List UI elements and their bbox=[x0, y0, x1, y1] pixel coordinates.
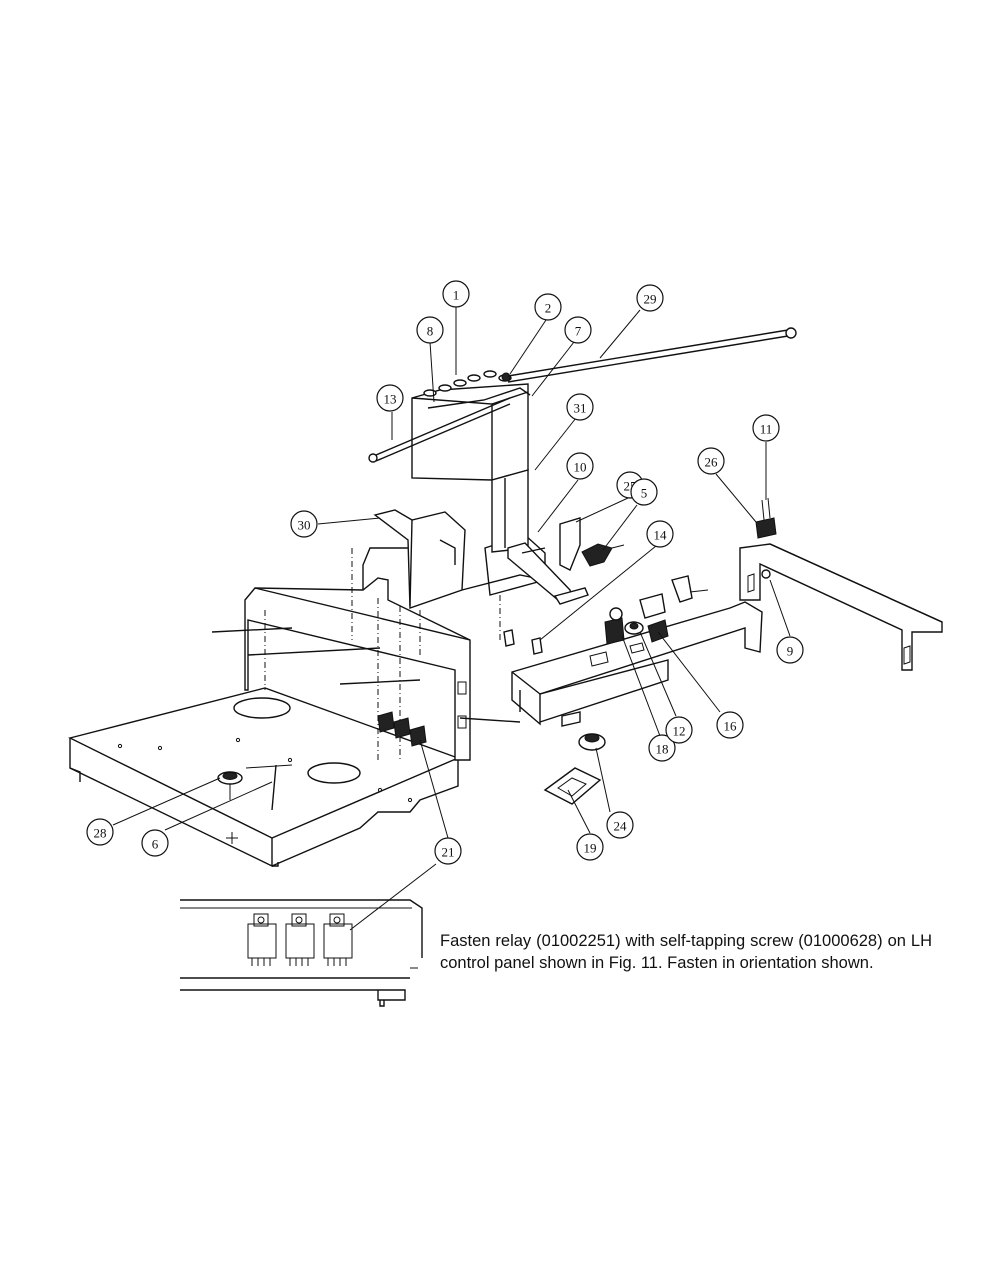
callout-18: 18 bbox=[648, 734, 676, 762]
lever-assembly bbox=[507, 542, 589, 605]
callout-21: 21 bbox=[434, 837, 462, 865]
callout-11: 11 bbox=[752, 414, 780, 442]
callout-19: 19 bbox=[576, 833, 604, 861]
callout-number: 14 bbox=[654, 528, 668, 543]
callout-30: 30 bbox=[290, 510, 318, 538]
callout-number: 18 bbox=[656, 742, 669, 757]
callout-2: 2 bbox=[534, 293, 562, 321]
callout-number: 24 bbox=[614, 819, 628, 834]
callout-number: 8 bbox=[427, 324, 434, 339]
clip-part-6 bbox=[245, 764, 293, 811]
callout-29: 29 bbox=[636, 284, 664, 312]
relay-fastening-note: Fasten relay (01002251) with self-tappin… bbox=[440, 932, 932, 972]
callout-31: 31 bbox=[566, 393, 594, 421]
callout-number: 9 bbox=[787, 644, 794, 659]
side-rail-part-9 bbox=[739, 543, 943, 671]
callout-13: 13 bbox=[376, 384, 404, 412]
callout-26: 26 bbox=[697, 447, 725, 475]
deck-plate bbox=[67, 687, 460, 868]
leader-lines bbox=[112, 307, 791, 931]
callout-number: 29 bbox=[644, 292, 657, 307]
relay-detail-inset bbox=[180, 899, 423, 1007]
callout-number: 7 bbox=[575, 324, 582, 339]
callout-number: 10 bbox=[574, 460, 587, 475]
callout-number: 21 bbox=[442, 845, 455, 860]
control-panel bbox=[511, 601, 763, 727]
terminal-hardware bbox=[427, 387, 531, 409]
callout-number: 5 bbox=[641, 486, 648, 501]
pin-part-14 bbox=[503, 629, 543, 655]
callout-number: 11 bbox=[760, 422, 773, 437]
callout-number: 26 bbox=[705, 455, 719, 470]
relays-part-21 bbox=[377, 711, 427, 747]
bracket-part-25 bbox=[559, 517, 581, 571]
callout-number: 6 bbox=[152, 837, 159, 852]
battery-part-1 bbox=[411, 370, 529, 481]
callout-number: 16 bbox=[724, 719, 738, 734]
callout-1: 1 bbox=[442, 280, 470, 308]
callout-24: 24 bbox=[606, 811, 634, 839]
callout-number: 30 bbox=[298, 518, 311, 533]
cable-part-29 bbox=[507, 327, 797, 383]
callout-12: 12 bbox=[665, 716, 693, 744]
frame-rods bbox=[211, 627, 521, 723]
callout-number: 1 bbox=[453, 288, 460, 303]
callout-number: 28 bbox=[94, 826, 107, 841]
grommet-part-28 bbox=[217, 771, 243, 800]
callout-number: 31 bbox=[574, 401, 587, 416]
callout-number: 19 bbox=[584, 841, 597, 856]
battery-hold-down-part-31 bbox=[491, 469, 529, 553]
callout-6: 6 bbox=[141, 829, 169, 857]
main-frame bbox=[244, 547, 471, 761]
switch-part-16 bbox=[639, 575, 709, 643]
relay-part-26 bbox=[755, 497, 777, 539]
key-switch-part-18 bbox=[604, 607, 625, 645]
callout-16: 16 bbox=[716, 711, 744, 739]
cable-part-13 bbox=[368, 397, 511, 463]
switch-part-5 bbox=[581, 543, 625, 567]
callout-10: 10 bbox=[566, 452, 594, 480]
callout-28: 28 bbox=[86, 818, 114, 846]
knob-part-12 bbox=[624, 621, 644, 635]
callout-number: 13 bbox=[384, 392, 397, 407]
callout-5: 5 bbox=[630, 478, 658, 506]
callout-number: 12 bbox=[673, 724, 686, 739]
callout-14: 14 bbox=[646, 520, 674, 548]
grommet-part-24 bbox=[578, 733, 606, 751]
callout-8: 8 bbox=[416, 316, 444, 344]
plate-part-19 bbox=[543, 767, 602, 805]
callout-7: 7 bbox=[564, 316, 592, 344]
callout-number: 2 bbox=[545, 301, 552, 316]
callout-9: 9 bbox=[776, 636, 804, 664]
